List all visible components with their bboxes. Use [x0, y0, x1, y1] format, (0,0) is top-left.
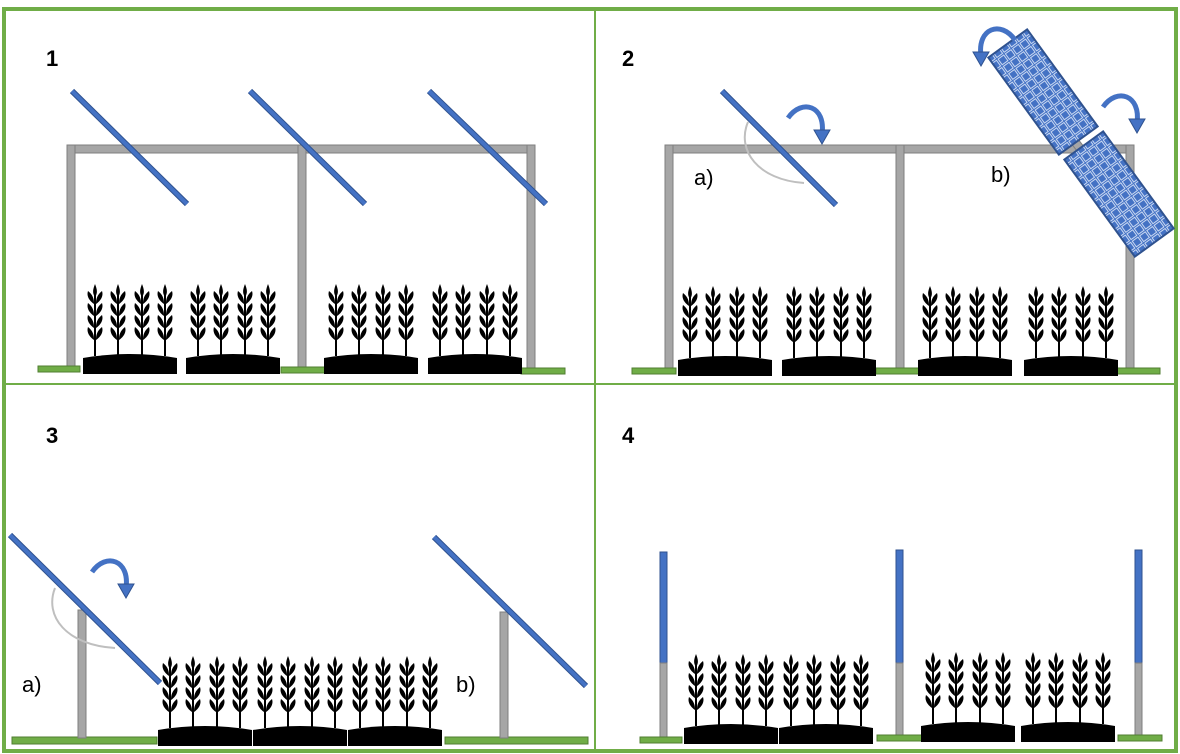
panel-3-label-b: b) [456, 672, 476, 697]
rotation-arrow-icon [788, 107, 830, 144]
angle-arc [51, 587, 116, 649]
tilted-solar-panel [719, 88, 839, 208]
tilted-solar-panel [7, 532, 589, 689]
panel-3: 3 a) b) [7, 423, 589, 746]
vertical-solar-posts [659, 549, 1143, 740]
wheat-icon [158, 656, 442, 746]
panel-2: 2 a) b) [622, 27, 1176, 376]
panel-grid-border [2, 7, 1178, 753]
panel-2-label-a: a) [694, 165, 714, 190]
ground-footings [37, 365, 566, 375]
panel-2-number: 2 [622, 46, 634, 71]
panel-4-number: 4 [622, 423, 635, 448]
support-post [499, 611, 509, 739]
solar-panel-icon [986, 27, 1176, 259]
panel-3-number: 3 [46, 423, 58, 448]
tilted-solar-panels [69, 88, 549, 207]
panel-3-label-a: a) [22, 672, 42, 697]
rotation-arrow-icon [92, 561, 134, 598]
panel-1-number: 1 [46, 46, 58, 71]
panel-4: 4 [622, 423, 1163, 744]
panel-2-label-b: b) [991, 162, 1011, 187]
support-post [77, 609, 87, 739]
panel-1: 1 [37, 46, 566, 375]
angle-arc [743, 121, 805, 184]
rotation-arrow-icon [1103, 96, 1145, 133]
